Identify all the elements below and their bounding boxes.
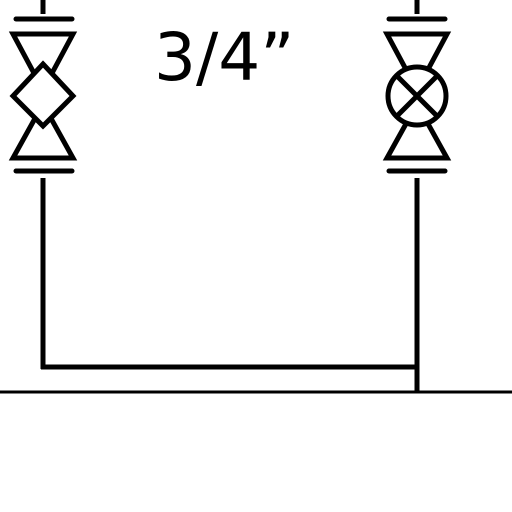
left-valve: [8, 16, 78, 174]
right-lower-triangle: [382, 98, 452, 161]
left-lower-triangle: [8, 98, 78, 161]
right-cross-line-2: [395, 74, 439, 118]
right-upper-triangle: [382, 31, 452, 96]
right-valve: [382, 16, 452, 174]
left-diamond-symbol: [9, 60, 77, 130]
pipe-size-label: 3/4”: [154, 19, 294, 96]
